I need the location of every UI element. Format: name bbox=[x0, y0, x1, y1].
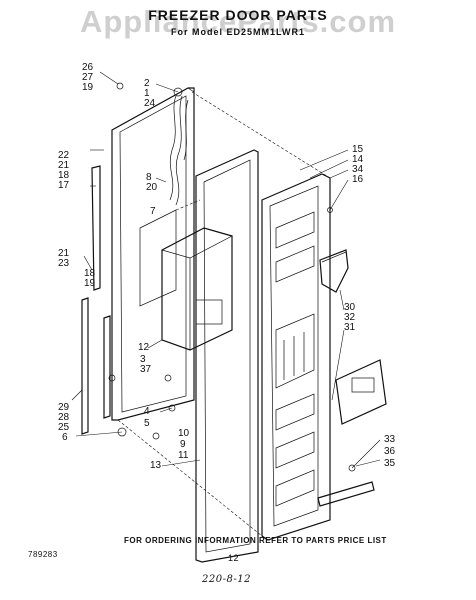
callout-28: 28 bbox=[58, 412, 70, 423]
callout-33: 33 bbox=[384, 434, 396, 445]
callout-14: 14 bbox=[352, 154, 364, 165]
ice-chute bbox=[319, 249, 349, 293]
callout-37: 37 bbox=[140, 364, 152, 375]
callout-3: 3 bbox=[140, 354, 146, 365]
callout-5: 5 bbox=[144, 418, 150, 429]
callout-30: 30 bbox=[344, 302, 356, 313]
callout-12: 12 bbox=[138, 342, 150, 353]
callout-24: 24 bbox=[144, 98, 156, 109]
handwritten-note: 220-8-12 bbox=[202, 574, 251, 585]
model-line: For Model ED25MM1LWR1 bbox=[170, 27, 305, 37]
callout-11: 11 bbox=[178, 450, 189, 461]
leader-lines bbox=[71, 71, 381, 469]
callout-26: 26 bbox=[82, 62, 94, 73]
callout-31: 31 bbox=[344, 322, 356, 333]
dispenser-cover bbox=[335, 359, 387, 425]
callout-32: 32 bbox=[344, 312, 356, 323]
insulation-panel bbox=[139, 209, 177, 307]
callout-36: 36 bbox=[384, 446, 396, 457]
callout-13: 13 bbox=[150, 460, 162, 471]
callout-15: 15 bbox=[352, 144, 364, 155]
callout-23: 23 bbox=[58, 258, 70, 269]
callout-labels: 26 27 19 2 1 24 22 21 18 17 8 20 7 15 14… bbox=[58, 62, 396, 471]
callout-25: 25 bbox=[58, 422, 70, 433]
alignment-lines bbox=[117, 91, 331, 537]
outer-door-panel bbox=[111, 87, 195, 421]
callout-20: 20 bbox=[146, 182, 158, 193]
callout-2: 2 bbox=[144, 78, 150, 89]
ordering-note: FOR ORDERING INFORMATION REFER TO PARTS … bbox=[124, 536, 387, 545]
callout-4: 4 bbox=[144, 406, 150, 417]
callout-19: 19 bbox=[82, 82, 94, 93]
door-gasket bbox=[195, 149, 259, 563]
bottom-trim bbox=[317, 481, 375, 507]
callout-21: 21 bbox=[58, 160, 70, 171]
page-number: 12 bbox=[228, 553, 240, 563]
callout-1: 1 bbox=[144, 88, 150, 99]
door-handle-strips bbox=[81, 165, 111, 435]
callout-10: 10 bbox=[178, 428, 190, 439]
callout-17: 17 bbox=[58, 180, 70, 191]
fasteners bbox=[108, 82, 356, 472]
inner-door-liner bbox=[261, 173, 331, 541]
callout-18: 18 bbox=[58, 170, 70, 181]
watermark: ApplianceParts.com bbox=[79, 4, 397, 39]
callout-6: 6 bbox=[62, 432, 68, 443]
callout-19b: 19 bbox=[84, 278, 96, 289]
callout-22: 22 bbox=[58, 150, 70, 161]
callout-34: 34 bbox=[352, 164, 364, 175]
callout-35: 35 bbox=[384, 458, 396, 469]
callout-21b: 21 bbox=[58, 248, 70, 259]
callout-29: 29 bbox=[58, 402, 70, 413]
callout-9: 9 bbox=[180, 439, 186, 450]
callout-16: 16 bbox=[352, 174, 364, 185]
callout-7: 7 bbox=[150, 206, 156, 217]
wiring-harness bbox=[169, 95, 189, 206]
callout-27: 27 bbox=[82, 72, 94, 83]
reference-code: 789283 bbox=[28, 550, 58, 559]
diagram-title: FREEZER DOOR PARTS bbox=[148, 7, 328, 23]
callout-18b: 18 bbox=[84, 268, 96, 279]
dispenser-housing bbox=[161, 227, 233, 351]
callout-8: 8 bbox=[146, 172, 152, 183]
